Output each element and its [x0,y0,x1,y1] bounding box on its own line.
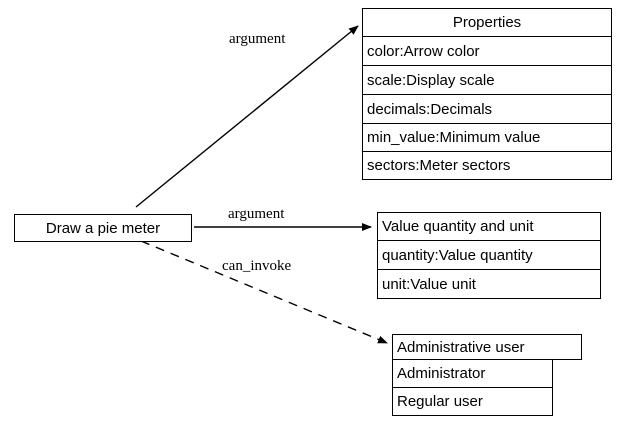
node-draw-a-pie-meter[interactable]: Draw a pie meter [14,214,192,242]
administrative-user-row-administrator: Administrator [392,360,553,388]
properties-row-min-value: min_value:Minimum value [362,124,612,152]
properties-row-scale: scale:Display scale [362,66,612,95]
edge-line-can-invoke-admin [140,240,388,344]
administrative-user-header: Administrative user [392,334,582,360]
edge-label-can-invoke-admin: can_invoke [222,258,292,274]
properties-row-color: color:Arrow color [362,37,612,66]
value-quantity-header: Value quantity and unit [377,212,601,241]
edge-line-argument-properties [135,25,359,208]
edge-label-argument-properties: argument [229,31,286,47]
properties-header: Properties [362,8,612,37]
node-draw-a-pie-meter-label: Draw a pie meter [45,219,161,237]
value-quantity-row-quantity: quantity:Value quantity [377,241,601,270]
edge-label-argument-value: argument [228,206,285,222]
properties-row-sectors: sectors:Meter sectors [362,152,612,180]
properties-row-decimals: decimals:Decimals [362,95,612,124]
node-properties[interactable]: Properties color:Arrow color scale:Displ… [362,8,612,180]
node-value-quantity-and-unit[interactable]: Value quantity and unit quantity:Value q… [377,212,601,299]
administrative-user-row-regular-user: Regular user [392,388,553,416]
node-administrative-user[interactable]: Administrative user Administrator Regula… [392,334,582,416]
value-quantity-row-unit: unit:Value unit [377,270,601,299]
